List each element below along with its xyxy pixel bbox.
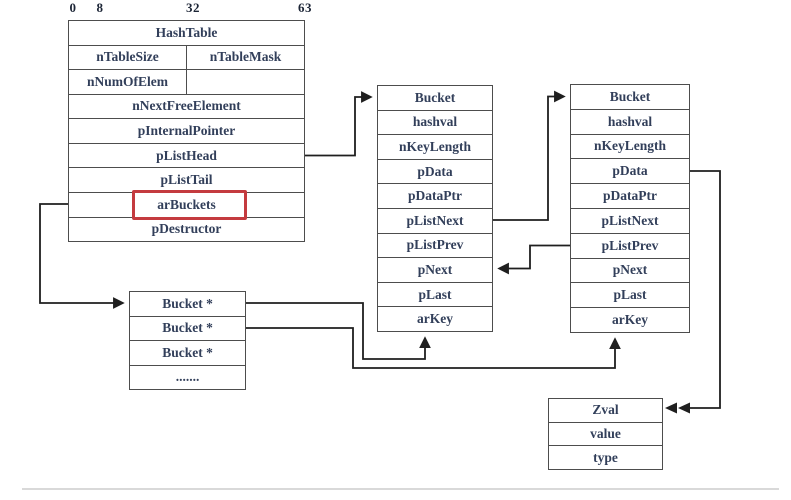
bucket1-arkey: arKey xyxy=(417,311,453,327)
bucket1-pdata: pData xyxy=(417,163,453,179)
bucket1-plistnext: pListNext xyxy=(406,212,464,228)
bucket1-title: Bucket xyxy=(414,89,456,105)
bucket-ptr-more: ....... xyxy=(175,369,200,385)
bucket2-plistnext: pListNext xyxy=(601,212,659,228)
arrow-pdata-to-zval-head2 xyxy=(678,402,690,414)
bucket-ptr-2: Bucket * xyxy=(162,344,213,360)
arrow-plistprev-to-pnext xyxy=(497,244,570,275)
zval-type: type xyxy=(593,449,618,465)
arrow-plistnext-to-bucket2 xyxy=(493,90,566,221)
field-empty xyxy=(187,70,304,94)
bucket1-nkeylength: nKeyLength xyxy=(398,138,471,154)
field-plisthead: pListHead xyxy=(156,147,217,163)
bottom-separator-line xyxy=(22,488,779,490)
bucket-ptr-1: Bucket * xyxy=(162,320,213,336)
bucket2-plistprev: pListPrev xyxy=(601,237,659,253)
ruler-tick-32: 32 xyxy=(186,0,200,15)
field-ntablemask: nTableMask xyxy=(209,49,282,65)
field-pdestructor: pDestructor xyxy=(151,221,222,237)
bucket-ptr-0: Bucket * xyxy=(162,295,213,311)
bucket1-pnext: pNext xyxy=(417,261,453,277)
ruler-tick-63: 63 xyxy=(298,0,312,15)
row-pinternalpointer: pInternalPointer xyxy=(69,118,304,143)
bucket2-pdataptr: pDataPtr xyxy=(603,188,657,204)
field-ntablesize: nTableSize xyxy=(69,45,187,70)
field-nnextfreeelement: nNextFreeElement xyxy=(132,98,241,114)
arrow-plisthead-to-bucket1 xyxy=(305,91,373,157)
zval-value: value xyxy=(590,426,621,441)
field-pinternalpointer: pInternalPointer xyxy=(137,123,236,139)
row-plisttail: pListTail xyxy=(69,167,304,192)
bucket1-hashval: hashval xyxy=(412,114,458,130)
arrow-pdata-to-zval-head1 xyxy=(665,402,677,414)
field-nnumofelem: nNumOfElem xyxy=(69,70,187,94)
field-hashtable-title: HashTable xyxy=(155,24,218,40)
field-arbuckets: arBuckets xyxy=(157,196,216,212)
bucket-pointer-array: Bucket * Bucket * Bucket * ....... xyxy=(129,291,246,390)
arrow-pdata-to-zval-line xyxy=(689,170,721,409)
bucket1-struct: Bucket hashval nKeyLength pData pDataPtr… xyxy=(377,85,493,332)
row-pdestructor: pDestructor xyxy=(69,216,304,242)
ruler-tick-8: 8 xyxy=(96,0,104,15)
zval-title: Zval xyxy=(592,402,619,418)
bucket2-struct: Bucket hashval nKeyLength pData pDataPtr… xyxy=(570,84,690,333)
ruler-tick-0: 0 xyxy=(69,0,77,15)
zval-struct: Zval value type xyxy=(548,398,663,470)
bucket2-pnext: pNext xyxy=(612,262,648,278)
bucket2-hashval: hashval xyxy=(607,113,653,129)
bucket2-pdata: pData xyxy=(612,163,648,179)
bucket1-pdataptr: pDataPtr xyxy=(408,188,462,204)
row-plisthead: pListHead xyxy=(69,142,304,168)
bucket2-title: Bucket xyxy=(609,88,651,104)
row-ntablesize-ntablemask: nTableSize nTableMask xyxy=(69,44,304,70)
row-nnextfreeelement: nNextFreeElement xyxy=(69,93,304,119)
row-nnumofelem: nNumOfElem xyxy=(69,69,304,94)
bucket2-plast: pLast xyxy=(613,287,647,303)
field-plisttail: pListTail xyxy=(160,172,213,188)
bucket1-plast: pLast xyxy=(418,286,452,302)
bucket2-arkey: arKey xyxy=(612,312,648,328)
bucket1-plistprev: pListPrev xyxy=(406,237,464,253)
arbuckets-highlight xyxy=(132,190,247,220)
bucket2-nkeylength: nKeyLength xyxy=(593,138,666,154)
row-hashtable-title: HashTable xyxy=(69,21,304,45)
arrow-array1-to-bucket2 xyxy=(246,327,621,369)
